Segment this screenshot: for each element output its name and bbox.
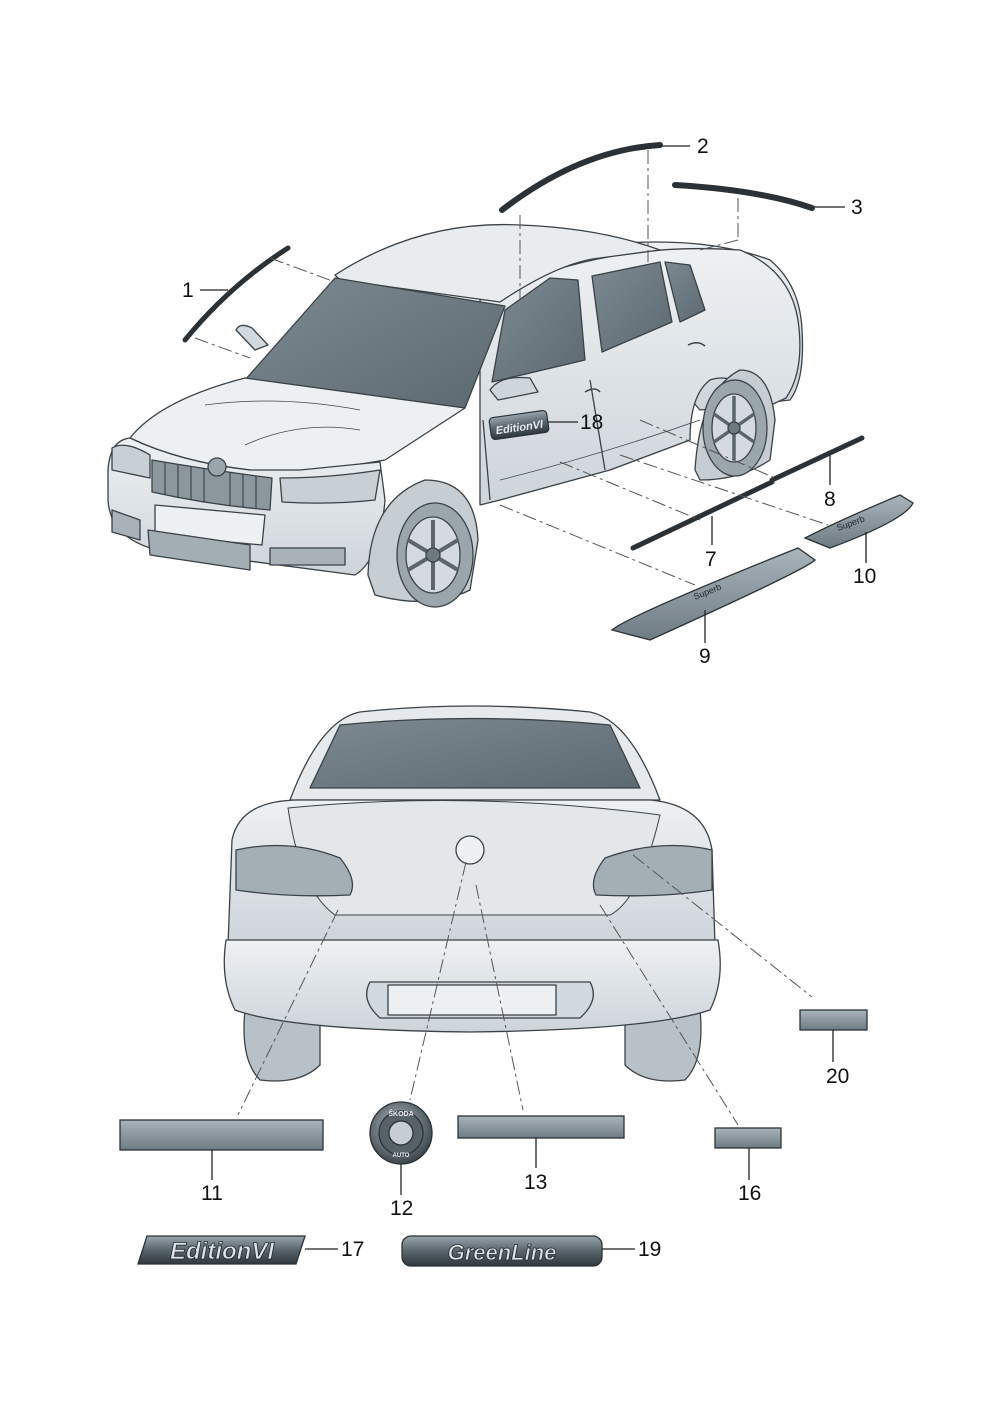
callout-3: 3 <box>851 196 863 219</box>
callout-18: 18 <box>580 411 604 434</box>
callout-19: 19 <box>638 1238 662 1261</box>
callout-11: 11 <box>201 1182 223 1205</box>
callout-17: 17 <box>341 1238 365 1261</box>
callout-leaders-rear <box>211 1030 834 1250</box>
callout-2: 2 <box>697 135 709 158</box>
callout-12: 12 <box>390 1197 414 1220</box>
callout-20: 20 <box>826 1065 850 1088</box>
callout-7: 7 <box>705 548 717 571</box>
callout-leaders-top <box>200 145 867 643</box>
callout-1: 1 <box>182 279 194 302</box>
callout-8: 8 <box>824 488 836 511</box>
callout-13: 13 <box>524 1171 548 1194</box>
greenline-badge-text: GreenLine <box>448 1240 557 1265</box>
badge-parts <box>119 1009 868 1267</box>
front-car-view <box>107 223 804 608</box>
callout-10: 10 <box>853 565 877 588</box>
callout-16: 16 <box>738 1182 762 1205</box>
trim-strips-top: Superb Superb <box>182 142 914 641</box>
leader-lines-top <box>194 150 829 586</box>
emblem-sub-text: AUTO <box>393 1153 410 1159</box>
callout-9: 9 <box>699 645 711 668</box>
rear-car-view <box>223 705 721 1082</box>
badge-lettering: ŠKODA AUTO EditionVI GreenLine EditionVI <box>170 419 557 1266</box>
emblem-brand-text: ŠKODA <box>388 1109 413 1118</box>
leader-lines-rear <box>237 854 813 1126</box>
edition-badge-text: EditionVI <box>170 1238 275 1265</box>
